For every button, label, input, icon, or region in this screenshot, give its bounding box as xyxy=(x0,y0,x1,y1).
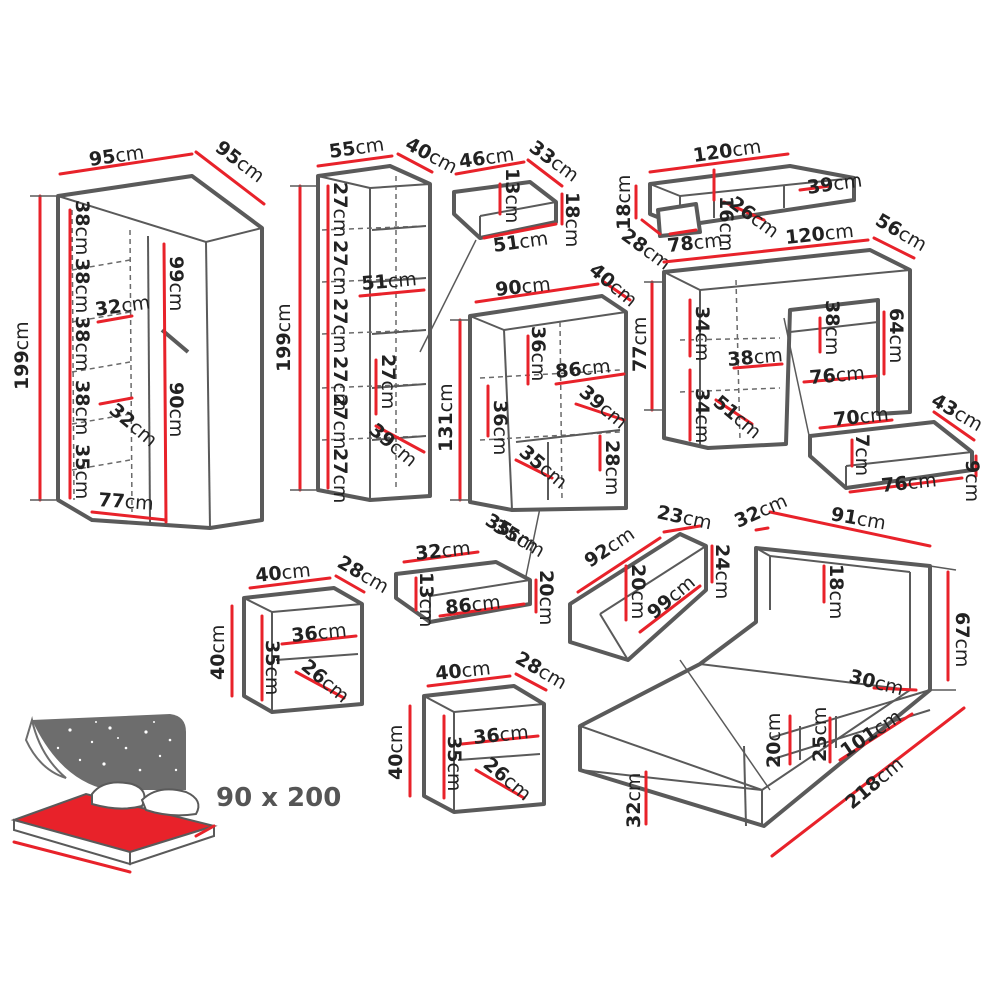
bookcase-shelf-5-label: 27cm xyxy=(329,394,351,449)
bookcase-width-label: 55cm xyxy=(328,133,386,162)
desk-leg-h-label: 64cm xyxy=(885,308,907,363)
bookcase: 55cm 40cm 199cm 27cm 27cm 27cm 27cm 27cm… xyxy=(273,133,461,503)
desk-opening-w-label: 38cm xyxy=(727,344,784,371)
cabinet-drawer-depth-label: 35cm xyxy=(490,515,549,562)
nightstand2-width-label: 40cm xyxy=(434,657,491,685)
cabinet-height-label: 131cm xyxy=(435,383,457,452)
nightstand1-inner-w-label: 36cm xyxy=(290,619,347,647)
cabinet-top-h-label: 36cm xyxy=(527,326,549,381)
wall-shelf: 120cm 18cm 28cm 16cm 26cm 78cm 39cm xyxy=(613,136,864,275)
cabinet-bottom-h-label: 28cm xyxy=(601,440,623,495)
bed-drawer-h1-label: 20cm xyxy=(763,713,785,768)
wardrobe-base-label: 77cm xyxy=(98,489,155,515)
wardrobe-shelf-1-label: 38cm xyxy=(71,200,93,255)
bed-drawer-h2-label: 25cm xyxy=(809,707,831,762)
wardrobe-shelf-2-label: 38cm xyxy=(71,258,93,313)
nightstand-2: 40cm 28cm 40cm 36cm 35cm 26cm xyxy=(385,647,570,814)
nightstand2-inner-h-label: 35cm xyxy=(443,736,465,791)
wardrobe-inner-width-label: 32cm xyxy=(94,291,152,320)
bed-drawer-height-label: 24cm xyxy=(711,544,733,599)
drawer-small-inner-h-label: 13cm xyxy=(501,168,523,223)
wall-shelf-side-label: 39cm xyxy=(806,169,864,198)
wall-shelf-width-label: 120cm xyxy=(692,136,763,167)
nightstand1-width-label: 40cm xyxy=(254,559,311,587)
drawer-small-width-label: 46cm xyxy=(458,143,516,172)
bed-drawer: 92cm 23cm 20cm 99cm 24cm xyxy=(568,501,733,662)
corner-wardrobe: 95cm 95cm 199cm 38cm 38cm 38cm 38cm 35cm… xyxy=(11,136,269,530)
cabinet-side-h-label: 36cm xyxy=(489,400,511,455)
nightstand-1: 40cm 28cm 40cm 36cm 35cm 26cm xyxy=(207,551,392,714)
bookcase-shelf-6-label: 27cm xyxy=(329,448,351,503)
bed-depth-label: 32cm xyxy=(731,490,791,533)
desk-upper-label: 34cm xyxy=(691,306,713,361)
bookcase-drawer: 46cm 33cm 13cm 18cm 51cm xyxy=(419,136,583,353)
desk-drawer: 70cm 43cm 7cm 76cm 9cm xyxy=(808,389,986,502)
desk-lower-label: 34cm xyxy=(691,388,713,443)
drawer-small-front-label: 51cm xyxy=(492,227,550,256)
bed-headboard-label: 18cm xyxy=(825,564,847,619)
wall-shelf-height-label: 18cm xyxy=(613,175,635,230)
desk-drawer-height-label: 9cm xyxy=(961,460,983,502)
nightstand2-inner-w-label: 36cm xyxy=(472,721,529,749)
wardrobe-shelf-4-label: 38cm xyxy=(71,380,93,435)
bookcase-height-label: 199cm xyxy=(273,303,295,372)
cabinet: 90cm 40cm 131cm 36cm 86cm 36cm 39cm 35cm… xyxy=(435,259,641,577)
desk-height-label: 77cm xyxy=(629,317,651,372)
bookcase-inner-width-label: 51cm xyxy=(361,268,418,295)
bookcase-shelf-4-label: 27cm xyxy=(329,356,351,411)
wardrobe-shelf-3-label: 38cm xyxy=(71,316,93,371)
cabinet-drawer-front-label: 86cm xyxy=(444,591,501,619)
wardrobe-width-label: 95cm xyxy=(88,141,146,170)
bed-base-h-label: 32cm xyxy=(623,773,645,828)
bookcase-depth-label: 40cm xyxy=(402,133,461,178)
nightstand2-height-label: 40cm xyxy=(385,725,407,780)
cabinet-drawer-inner-h-label: 13cm xyxy=(415,572,437,627)
drawer-small-height-label: 18cm xyxy=(561,192,583,247)
desk: 120cm 56cm 77cm 34cm 34cm 38cm 38cm 51cm… xyxy=(629,209,931,450)
star-icon xyxy=(56,721,178,772)
desk-drawer-h-label: 38cm xyxy=(821,300,843,355)
bookcase-compartment-label: 27cm xyxy=(377,354,399,409)
cabinet-drawer-height-label: 20cm xyxy=(535,570,557,625)
desk-drawer-inner-h-label: 7cm xyxy=(851,434,873,476)
wardrobe-hang-height-label: 90cm xyxy=(165,382,187,437)
bed-drawer-inner-h-label: 20cm xyxy=(627,564,649,619)
wardrobe-door-height-label: 99cm xyxy=(165,256,187,311)
bed-length-label: 218cm xyxy=(841,753,908,814)
wardrobe-shelf-5-label: 35cm xyxy=(71,444,93,499)
desk-knee-w-label: 76cm xyxy=(809,362,866,389)
desk-drawer-front-label: 76cm xyxy=(880,469,937,497)
cabinet-inner-w-label: 86cm xyxy=(554,355,611,383)
nightstand1-height-label: 40cm xyxy=(207,625,229,680)
pillow-icon xyxy=(91,781,200,817)
desk-width-label: 120cm xyxy=(784,220,855,249)
wardrobe-height-label: 199cm xyxy=(11,321,33,390)
cabinet-drawer: 32cm 35cm 13cm 86cm 20cm xyxy=(394,515,557,627)
bed: 32cm 91cm 18cm 67cm 30cm 20cm 25cm 101cm… xyxy=(577,490,973,858)
desk-depth-label: 56cm xyxy=(872,209,931,256)
mattress-size-caption: 90 x 200 xyxy=(216,783,341,813)
bed-drawer-d-label: 30cm xyxy=(847,666,906,701)
moon-icon xyxy=(32,714,186,790)
wardrobe-depth-label: 95cm xyxy=(211,136,269,187)
bed-height-label: 67cm xyxy=(951,612,973,667)
mattress-illustration: 90 x 200 xyxy=(10,714,341,874)
wall-shelf-base-label: 78cm xyxy=(666,229,723,257)
wall-shelf-inner-h-label: 16cm xyxy=(715,196,737,251)
bookcase-shelf-1-label: 27cm xyxy=(329,182,351,237)
cabinet-drawer-width-label: 32cm xyxy=(414,537,471,565)
bookcase-shelf-3-label: 27cm xyxy=(329,298,351,353)
desk-drawer-width-label: 70cm xyxy=(832,403,889,431)
nightstand1-inner-h-label: 35cm xyxy=(261,640,283,695)
bookcase-shelf-2-label: 27cm xyxy=(329,240,351,295)
cabinet-width-label: 90cm xyxy=(494,273,551,301)
bed-width-label: 91cm xyxy=(829,503,887,534)
